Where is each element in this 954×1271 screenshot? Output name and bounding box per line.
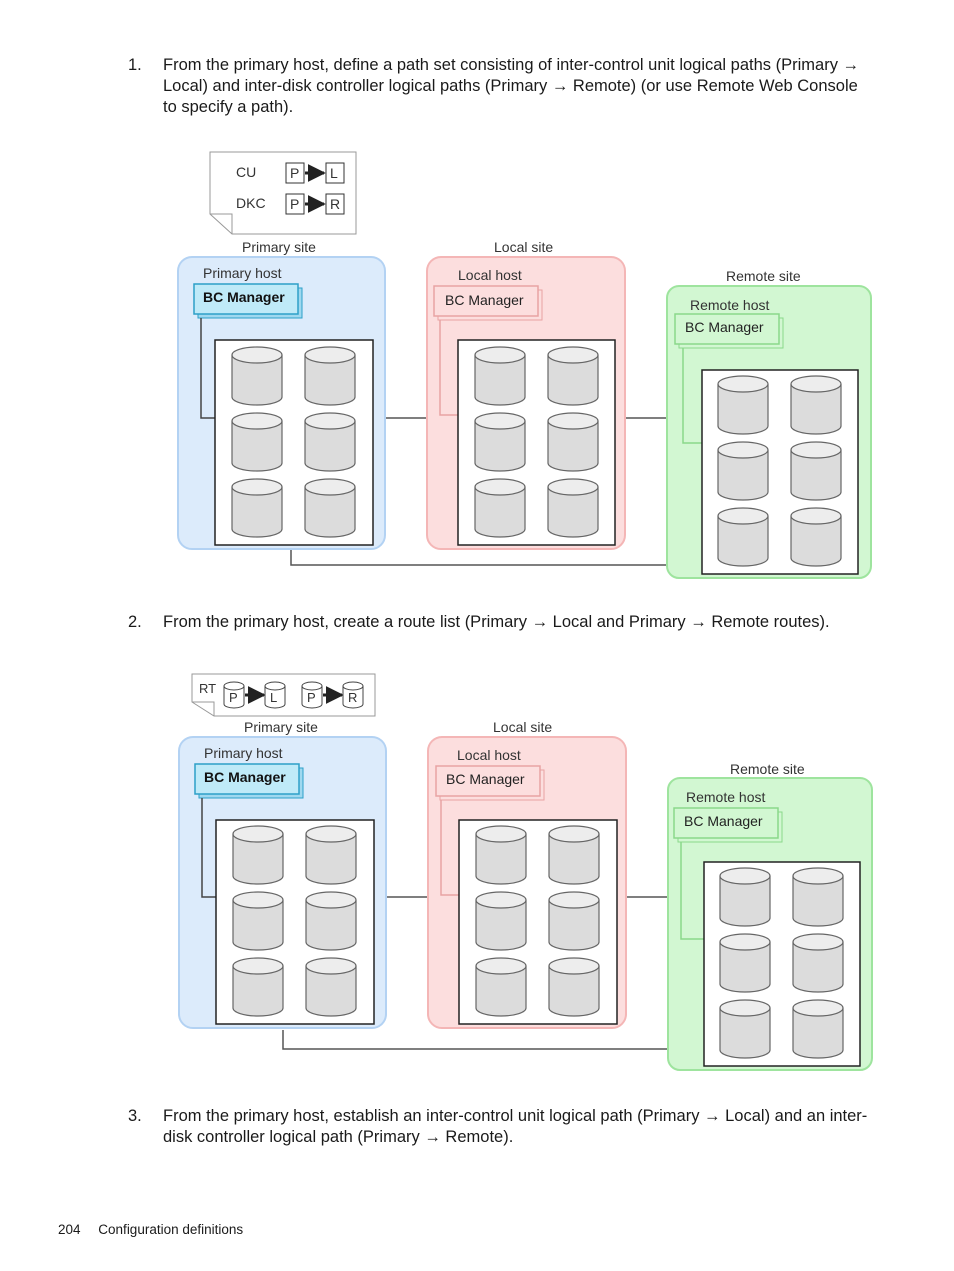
legend-note: CU DKC P L P R [209, 151, 357, 235]
local-site: Local site Local host BC Manager [427, 719, 627, 1029]
site-label: Local site [493, 719, 552, 735]
host-label: Remote host [686, 789, 765, 805]
step-text: From the primary host, establish an inte… [163, 1107, 868, 1146]
step-number: 3. [128, 1107, 142, 1125]
section-title: Configuration definitions [98, 1222, 244, 1237]
route1-to-label: L [270, 690, 277, 705]
primary-site: Primary site Primary host BC Manager [177, 239, 386, 550]
route1-from-label: P [229, 690, 238, 705]
figure-route-list-diagram: RT P L P R Primary site Primary host BC … [0, 664, 954, 1084]
dkc-to-label: R [330, 196, 340, 212]
bc-manager-label: BC Manager [684, 813, 763, 829]
cu-from-label: P [290, 165, 299, 181]
route2-to-label: R [348, 690, 357, 705]
site-label: Remote site [730, 761, 805, 777]
bc-manager-label: BC Manager [685, 319, 764, 335]
host-label: Primary host [203, 265, 282, 281]
local-site: Local site Local host BC Manager [426, 239, 626, 550]
step-text: From the primary host, create a route li… [163, 613, 830, 631]
host-label: Local host [458, 267, 522, 283]
legend-note: RT P L P R [191, 673, 376, 717]
site-label: Remote site [726, 268, 801, 284]
bc-manager-label: BC Manager [445, 292, 524, 308]
page-number: 204 [58, 1222, 81, 1237]
route2-from-label: P [307, 690, 316, 705]
dkc-label: DKC [236, 195, 266, 211]
dkc-from-label: P [290, 196, 299, 212]
site-label: Local site [494, 239, 553, 255]
primary-site: Primary site Primary host BC Manager [178, 719, 387, 1029]
bc-manager-label: BC Manager [204, 769, 286, 785]
host-label: Local host [457, 747, 521, 763]
bc-manager-label: BC Manager [203, 289, 285, 305]
host-label: Primary host [204, 745, 283, 761]
site-label: Primary site [242, 239, 316, 255]
cu-to-label: L [330, 165, 338, 181]
site-label: Primary site [244, 719, 318, 735]
rt-label: RT [199, 681, 216, 696]
figure-path-set-diagram: CU DKC P L P R Primary site Primary host… [0, 140, 954, 590]
step-text: From the primary host, define a path set… [163, 56, 860, 116]
step-number: 1. [128, 56, 142, 74]
remote-site: Remote site Remote host BC Manager [667, 761, 873, 1071]
bc-manager-label: BC Manager [446, 771, 525, 787]
cu-label: CU [236, 164, 256, 180]
remote-site: Remote site Remote host BC Manager [666, 268, 872, 579]
step-number: 2. [128, 613, 142, 631]
page-footer: 204 Configuration definitions [58, 1222, 243, 1237]
host-label: Remote host [690, 297, 769, 313]
